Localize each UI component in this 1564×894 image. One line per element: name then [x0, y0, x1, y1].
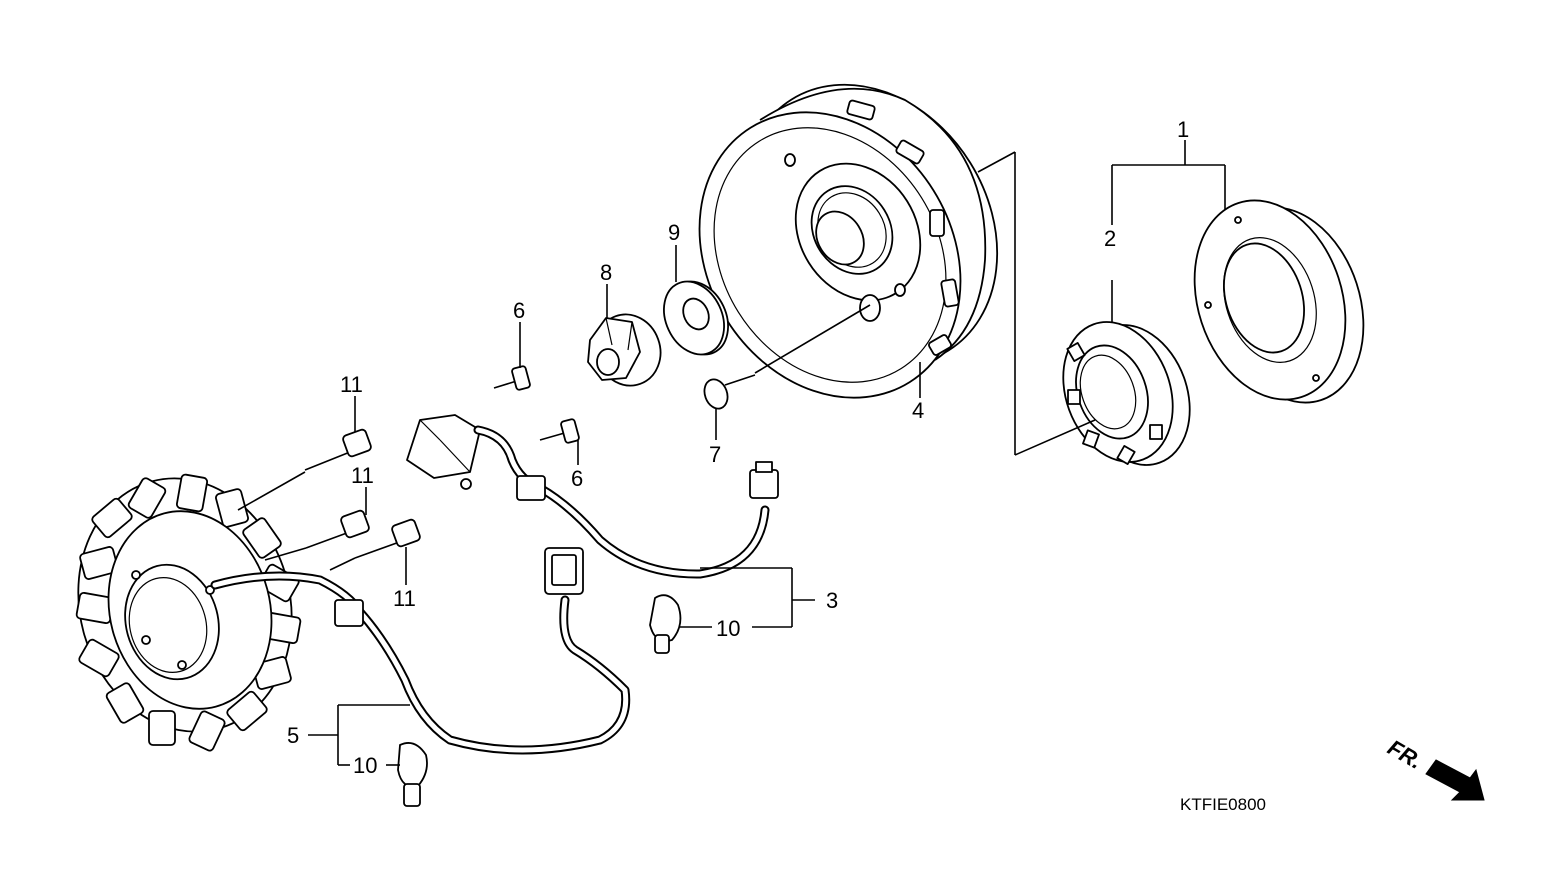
- stator: [75, 473, 631, 755]
- callout-5: 5: [287, 723, 299, 748]
- bolt-7: [703, 374, 756, 410]
- callout-1: 1: [1177, 117, 1189, 142]
- callout-11-lower: 11: [393, 586, 416, 611]
- bolt-6-lower: [539, 418, 580, 444]
- callout-2: 2: [1104, 226, 1116, 251]
- callouts: 1 2 3 4 5 6 6 7 8 9 10 10 11 11 11: [287, 117, 1189, 778]
- callout-6-lower: 6: [571, 466, 583, 491]
- flywheel: [698, 83, 999, 399]
- washer: [663, 280, 729, 356]
- callout-10-lower: 10: [353, 753, 377, 778]
- callout-10-upper: 10: [716, 616, 740, 641]
- wire-clip-upper: [649, 594, 682, 654]
- flange-nut: [587, 313, 662, 387]
- diagram-code: KTFIE0800: [1180, 795, 1266, 814]
- wire-clip-lower: [397, 742, 428, 807]
- one-way-clutch: [1062, 321, 1191, 466]
- pulse-generator: [406, 414, 779, 579]
- callout-7: 7: [709, 442, 721, 467]
- front-label: FR.: [1384, 735, 1427, 774]
- callout-6-upper: 6: [513, 298, 525, 323]
- callout-11-middle: 11: [351, 463, 374, 488]
- bolt-11-lower: [354, 518, 421, 559]
- bolt-11-top: [304, 428, 372, 471]
- bolt-11-middle: [305, 509, 370, 549]
- starter-clutch-housing: [1193, 199, 1365, 404]
- callout-4: 4: [912, 398, 924, 423]
- bolt-6-upper: [493, 365, 531, 391]
- callout-11-top: 11: [340, 372, 363, 397]
- callout-9: 9: [668, 220, 680, 245]
- callout-3: 3: [826, 588, 838, 613]
- callout-8: 8: [600, 260, 612, 285]
- front-direction-arrow: FR.: [1384, 735, 1485, 801]
- leader-lines: [237, 140, 1226, 766]
